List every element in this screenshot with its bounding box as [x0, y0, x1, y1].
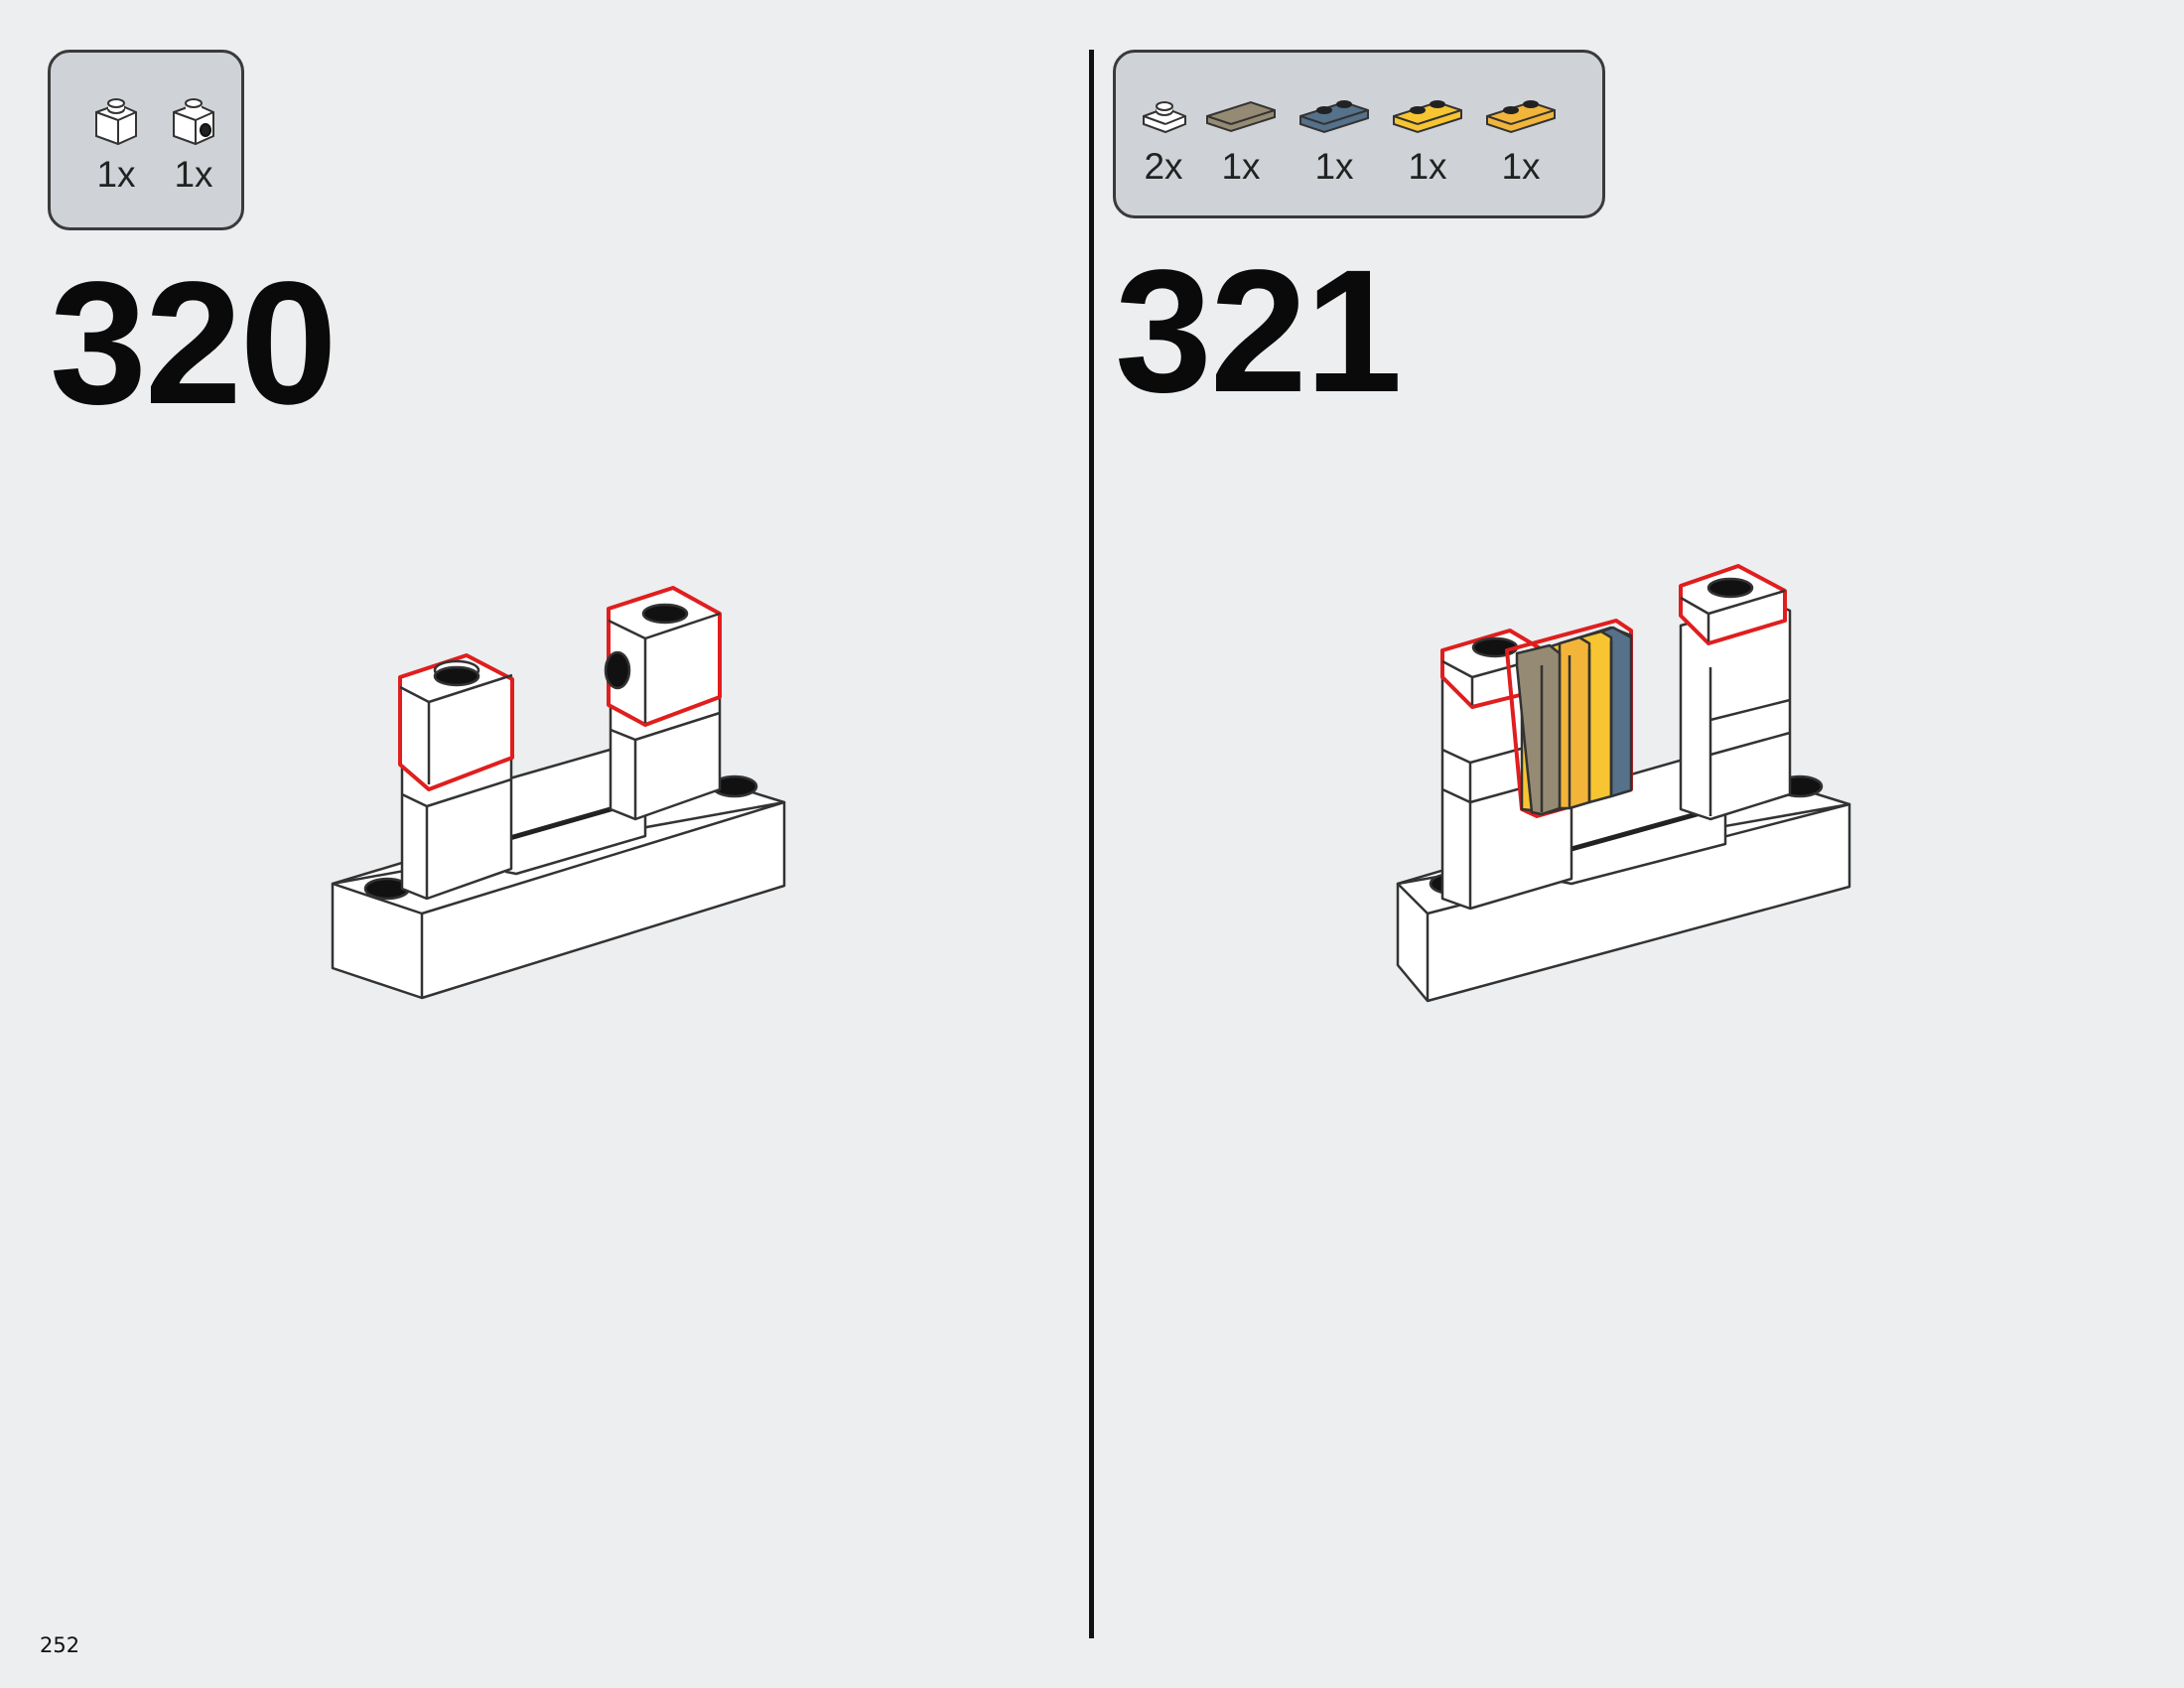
parts-callout-box: 1x 1x [48, 50, 244, 230]
page-divider [1089, 50, 1094, 1638]
yellow-plate-1x2-icon [1393, 100, 1462, 134]
sand-blue-plate-1x2-icon [1299, 100, 1369, 134]
tan-tile-1x2-icon [1206, 100, 1276, 133]
part-item: 1x [1295, 82, 1374, 188]
part-item: 1x [1388, 82, 1467, 188]
white-brick-1x1-side-stud-icon [173, 98, 214, 146]
part-quantity: 1x [96, 154, 136, 195]
build-step-illustration [331, 586, 786, 1000]
step-number: 320 [50, 246, 338, 441]
part-item: 2x [1124, 82, 1203, 188]
part-quantity: 1x [1501, 146, 1541, 187]
part-quantity: 1x [1314, 146, 1354, 187]
step-320-panel: 1x 1x 320 [0, 0, 1091, 1688]
light-orange-plate-1x2-icon [1486, 100, 1556, 134]
part-item: 1x [76, 90, 156, 196]
part-quantity: 1x [1408, 146, 1447, 187]
part-item: 1x [1201, 82, 1281, 188]
build-step-illustration [1396, 564, 1851, 1003]
part-quantity: 1x [174, 154, 213, 195]
step-321-panel: 2x 1x 1x [1093, 0, 2184, 1688]
white-brick-1x1-icon [95, 98, 137, 146]
part-item: 1x [1481, 82, 1561, 188]
white-plate-1x1-icon [1143, 101, 1186, 134]
part-quantity: 1x [1221, 146, 1261, 187]
part-item: 1x [154, 90, 233, 196]
step-number: 321 [1115, 234, 1403, 429]
part-quantity: 2x [1144, 146, 1183, 187]
parts-callout-box: 2x 1x 1x [1113, 50, 1605, 218]
page-number: 252 [40, 1633, 80, 1657]
